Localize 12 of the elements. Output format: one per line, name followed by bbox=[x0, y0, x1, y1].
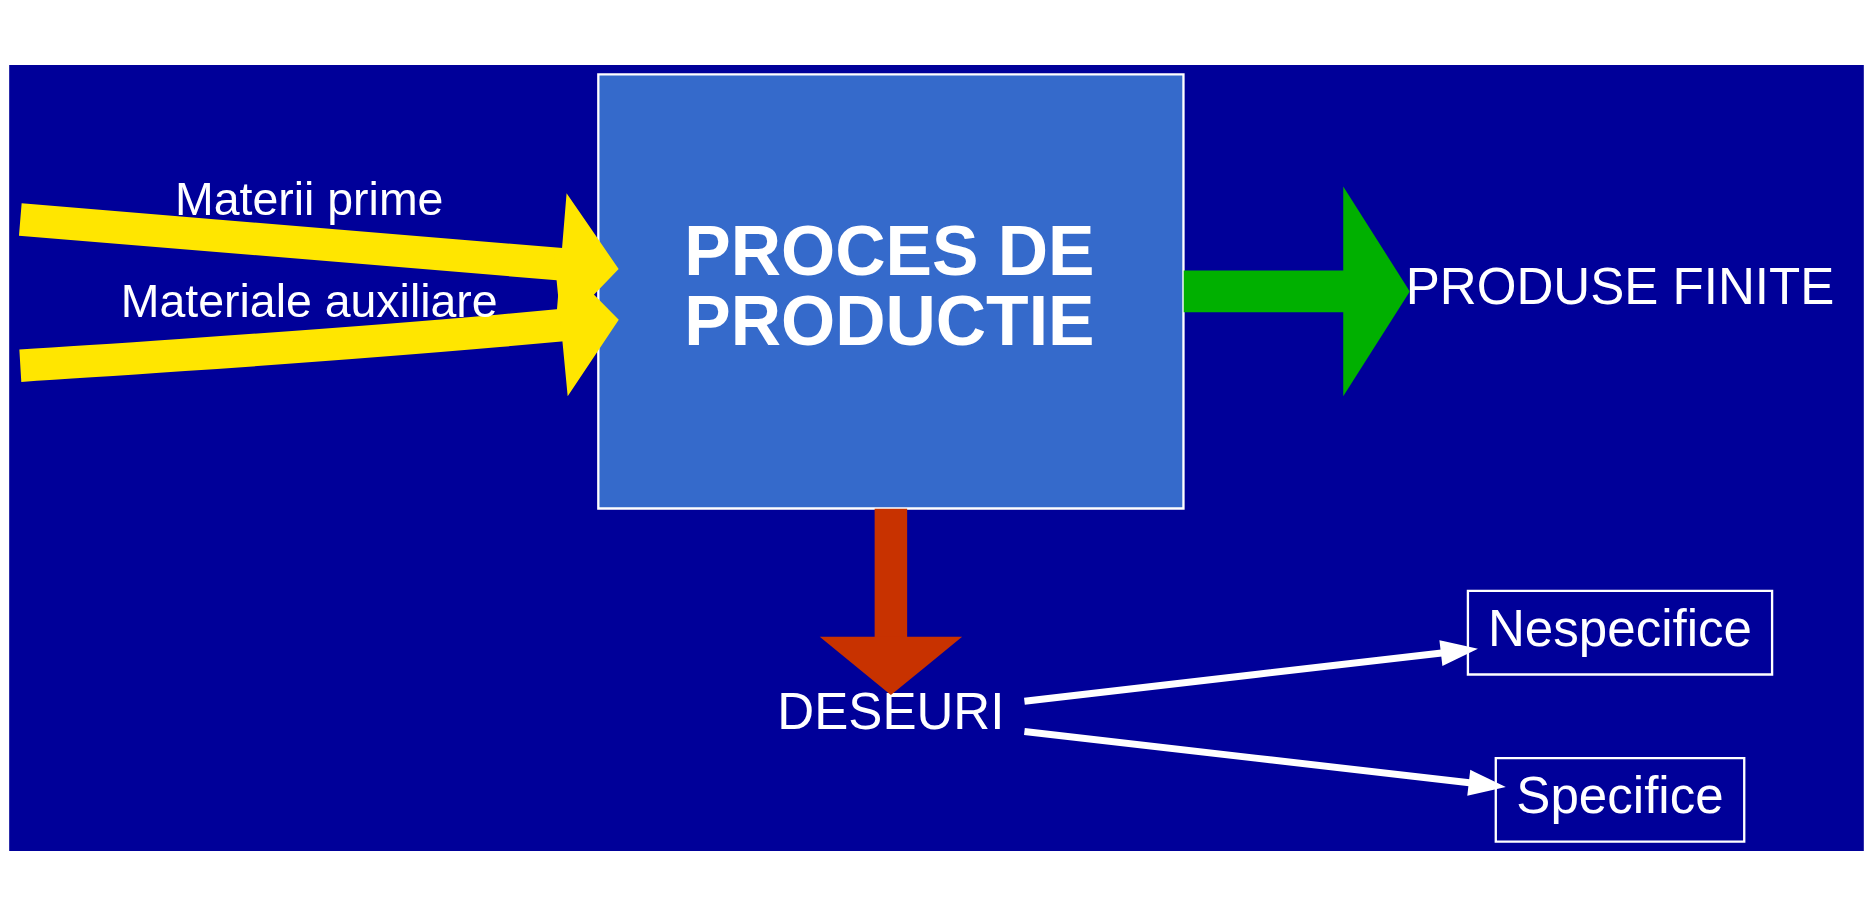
node-box: PROCES DE PRODUCTIE bbox=[596, 73, 1185, 510]
node-box: Specifice bbox=[1494, 756, 1745, 843]
arrow bbox=[1023, 640, 1478, 705]
node-text: DESEURI bbox=[776, 683, 1004, 741]
arrow bbox=[18, 193, 619, 397]
arrow bbox=[1023, 728, 1506, 796]
edge-label: Materiale auxiliare bbox=[120, 274, 498, 327]
arrow bbox=[1183, 186, 1410, 397]
node-box: Nespecifice bbox=[1466, 589, 1773, 676]
node-text: PRODUSE FINITE bbox=[1405, 258, 1834, 316]
arrow bbox=[819, 508, 962, 695]
edge-label: Materii prime bbox=[174, 172, 443, 225]
